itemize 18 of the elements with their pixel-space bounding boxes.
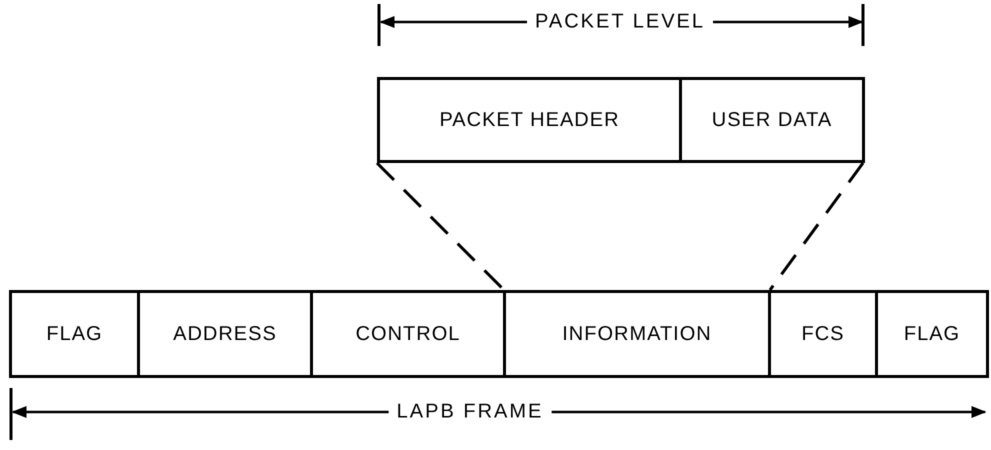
field-name: USER DATA xyxy=(712,108,832,132)
field-box xyxy=(875,290,989,378)
field-box xyxy=(503,290,771,378)
dashed-line xyxy=(768,162,864,291)
dashed-line xyxy=(376,162,506,292)
field-name: INFORMATION xyxy=(562,322,712,346)
field-name: FLAG xyxy=(46,322,103,346)
field-box xyxy=(137,290,313,378)
field-name: FCS xyxy=(802,322,844,346)
field-box xyxy=(377,77,682,163)
field-name: PACKET HEADER xyxy=(439,108,620,132)
field-name: ADDRESS xyxy=(173,322,277,346)
field-name: FLAG xyxy=(904,322,960,346)
field-box xyxy=(768,290,878,378)
field-box xyxy=(310,290,506,378)
field-box xyxy=(9,290,140,378)
field-box xyxy=(679,77,865,163)
field-name: CONTROL xyxy=(356,322,460,346)
